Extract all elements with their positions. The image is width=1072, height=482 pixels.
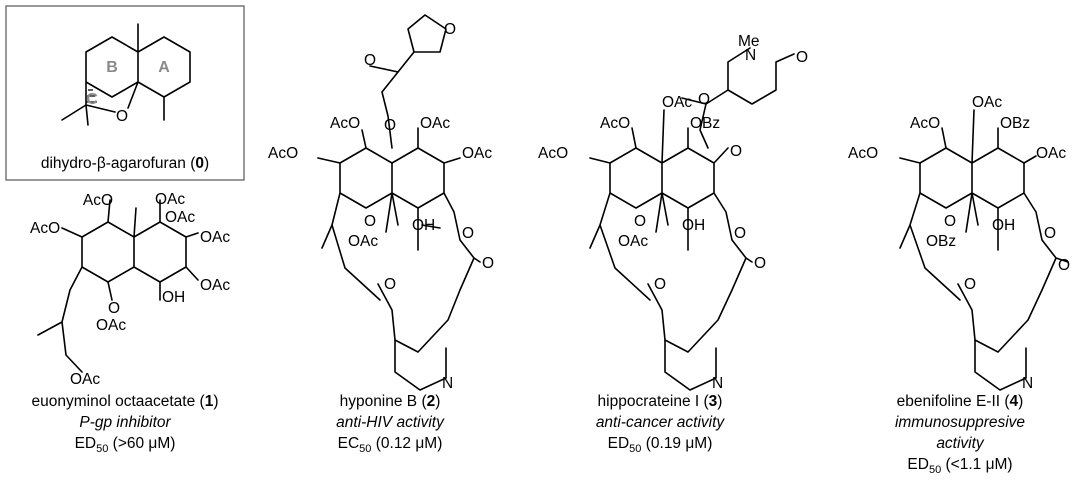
- c4-label-9: O: [964, 276, 976, 293]
- compound-2-furan: [397, 14, 447, 73]
- c1-label-4: OAc: [200, 229, 230, 246]
- c4-label-4: OAc: [1036, 145, 1066, 162]
- compound-2-bonds: [317, 65, 481, 353]
- compound-2-potency: EC50 (0.12 μM): [338, 435, 443, 455]
- ring-label-b: B: [106, 59, 118, 76]
- c2-label-9: OAc: [348, 233, 378, 250]
- c3-label-13: O: [654, 276, 666, 293]
- c3-label-3: OAc: [662, 94, 692, 111]
- compound-1-activity: P-gp inhibitor: [79, 414, 171, 431]
- c1-label-0: OAc: [155, 191, 185, 208]
- compound-4-name: ebenifoline E-II (4): [897, 393, 1024, 410]
- compound-2-pyridine: [394, 339, 447, 391]
- c1-label-2: OAc: [165, 209, 195, 226]
- c4-label-3: AcO: [848, 145, 878, 162]
- inset-caption: dihydro-β-agarofuran (0): [41, 155, 209, 172]
- c2-label-3: AcO: [330, 115, 360, 132]
- c3-label-15: N: [712, 375, 723, 392]
- c1-label-3: AcO: [30, 220, 60, 237]
- c4-label-8: O: [1044, 225, 1056, 242]
- c4-label-11: N: [1022, 375, 1033, 392]
- compound-1-bonds: [37, 199, 199, 373]
- compound-3-potency: ED50 (0.19 μM): [608, 435, 713, 455]
- compound-2-activity: anti-HIV activity: [336, 414, 445, 431]
- c2-label-0: O: [444, 21, 456, 38]
- compound-2-name: hyponine B (2): [340, 393, 441, 410]
- inset-agarofuran: B A C O dihydro-β-agarofuran (0): [5, 5, 245, 181]
- c2-label-6: OAc: [462, 145, 492, 162]
- c1-label-6: OH: [162, 289, 185, 306]
- compound-3-bonds: [589, 97, 753, 353]
- c1-label-1: AcO: [83, 192, 113, 209]
- hashed-bond: [86, 89, 97, 103]
- c2-label-11: O: [384, 276, 396, 293]
- c2-label-5: AcO: [268, 145, 298, 162]
- c3-label-14: O: [754, 255, 766, 272]
- atom-oxygen: O: [116, 108, 128, 125]
- compound-2-structure: O O O AcO OAc AcO OAc O OH OAc O O O N: [268, 14, 494, 392]
- compound-4-structure: OAc AcO OBz AcO OAc O OH OBz O O O N: [848, 94, 1070, 392]
- c1-label-7: O: [108, 300, 120, 317]
- c3-label-10: OH: [682, 217, 705, 234]
- compound-2-caption: hyponine B (2) anti-HIV activity EC50 (0…: [336, 393, 445, 455]
- c1-label-9: OAc: [70, 371, 100, 388]
- c1-label-5: OAc: [200, 277, 230, 294]
- compound-3-pyridone: [705, 47, 795, 105]
- c3-label-12: O: [734, 225, 746, 242]
- c4-label-5: O: [944, 213, 956, 230]
- ring-label-c: C: [86, 91, 98, 108]
- c1-label-8: OAc: [96, 317, 126, 334]
- c4-label-10: O: [1058, 257, 1070, 274]
- c4-label-0: OAc: [972, 94, 1002, 111]
- c3-label-8: O: [730, 143, 742, 160]
- compound-1-name: euonyminol octaacetate (1): [32, 393, 219, 410]
- compound-4-activity-line1: immunosuppresive: [895, 414, 1025, 431]
- compound-3-pyridine: [664, 339, 717, 391]
- c2-label-4: OAc: [420, 115, 450, 132]
- compound-3-structure: Me N O OAc O AcO OBz AcO O O OH OAc O O …: [538, 33, 808, 392]
- c2-label-1: O: [364, 52, 376, 69]
- compound-1-structure: OAc AcO OAc AcO OAc OAc OH O OAc OAc: [30, 191, 230, 388]
- compound-4-caption: ebenifoline E-II (4) immunosuppresive ac…: [895, 393, 1025, 476]
- compound-3-caption: hippocrateine I (3) anti-cancer activity…: [596, 393, 726, 455]
- compound-3-activity: anti-cancer activity: [596, 414, 726, 431]
- skeleton-bonds: [61, 23, 191, 126]
- c2-label-10: O: [462, 225, 474, 242]
- c3-label-5: AcO: [600, 115, 630, 132]
- compound-4-activity-line2: activity: [936, 435, 985, 452]
- c3-label-4: O: [698, 91, 710, 108]
- compound-1-caption: euonyminol octaacetate (1) P-gp inhibito…: [32, 393, 219, 455]
- c4-label-7: OBz: [926, 233, 956, 250]
- compound-1-potency: ED50 (>60 μM): [75, 435, 176, 455]
- inset-frame: [5, 5, 245, 181]
- oxygen-bridge: [85, 104, 116, 113]
- compound-3-name: hippocrateine I (3): [598, 393, 723, 410]
- c4-label-1: AcO: [910, 115, 940, 132]
- compound-4-potency: ED50 (<1.1 μM): [907, 456, 1012, 476]
- c3-label-2: O: [796, 49, 808, 66]
- c2-label-8: OH: [412, 217, 435, 234]
- compound-4-bonds: [899, 109, 1069, 353]
- c3-label-9: O: [634, 213, 646, 230]
- c3-label-1: N: [745, 47, 756, 64]
- c3-label-7: AcO: [538, 145, 568, 162]
- c2-label-2: O: [384, 117, 396, 134]
- c2-label-12: O: [482, 255, 494, 272]
- compound-4-pyridine: [974, 339, 1027, 391]
- c4-label-6: OH: [992, 217, 1015, 234]
- c3-label-6: OBz: [690, 115, 720, 132]
- c4-label-2: OBz: [1000, 115, 1030, 132]
- c3-label-0: Me: [738, 33, 760, 50]
- c2-label-7: O: [364, 213, 376, 230]
- ring-label-a: A: [158, 59, 170, 76]
- c3-label-11: OAc: [618, 233, 648, 250]
- c2-label-13: N: [442, 375, 453, 392]
